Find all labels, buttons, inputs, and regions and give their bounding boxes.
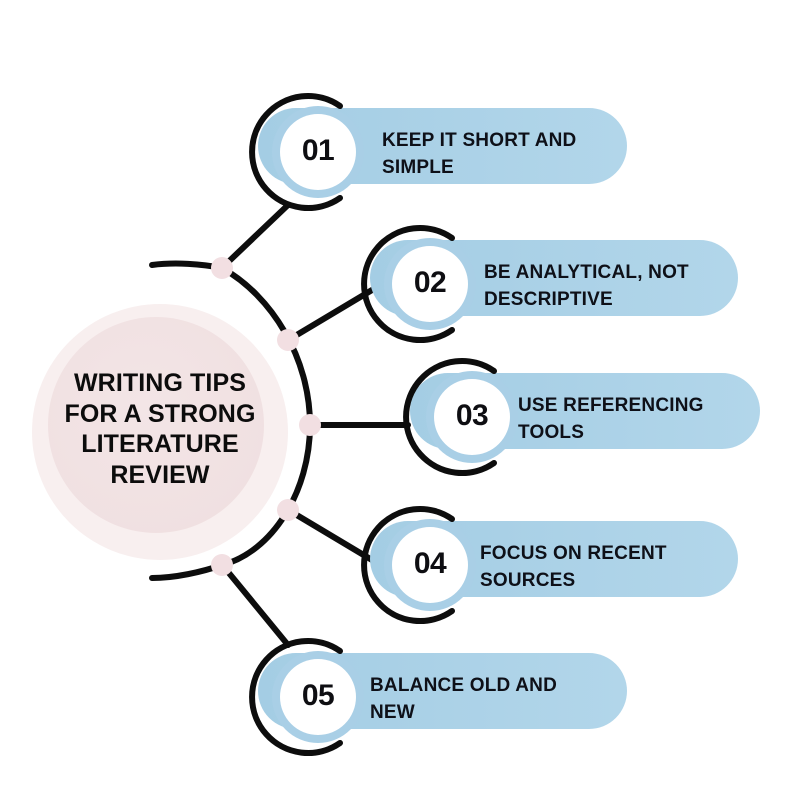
badge-outline-05 [249,638,343,756]
branch-line-04 [287,508,375,563]
badge-group [249,93,518,756]
node-dot-05 [211,554,233,576]
badge-01[interactable] [249,93,364,211]
node-dot-03 [299,414,321,436]
badge-04[interactable] [361,506,476,624]
badge-disc-05 [280,659,356,735]
badge-03[interactable] [403,358,518,476]
badge-disc-01 [280,114,356,190]
badge-outline-03 [403,358,497,476]
badge-05[interactable] [249,638,364,756]
badge-02[interactable] [361,225,476,343]
hub-inner-circle [48,317,264,533]
badge-outline-02 [361,225,455,343]
node-dot-group [211,257,321,576]
badge-disc-02 [392,246,468,322]
badge-disc-03 [434,379,510,455]
branch-line-01 [221,202,291,269]
branch-line-02 [287,287,375,342]
node-dot-04 [277,499,299,521]
badge-outline-04 [361,506,455,624]
hub-group [32,304,288,560]
node-dot-01 [211,257,233,279]
node-dot-02 [277,329,299,351]
branch-line-05 [221,564,291,648]
badge-disc-04 [392,527,468,603]
badge-outline-01 [249,93,343,211]
